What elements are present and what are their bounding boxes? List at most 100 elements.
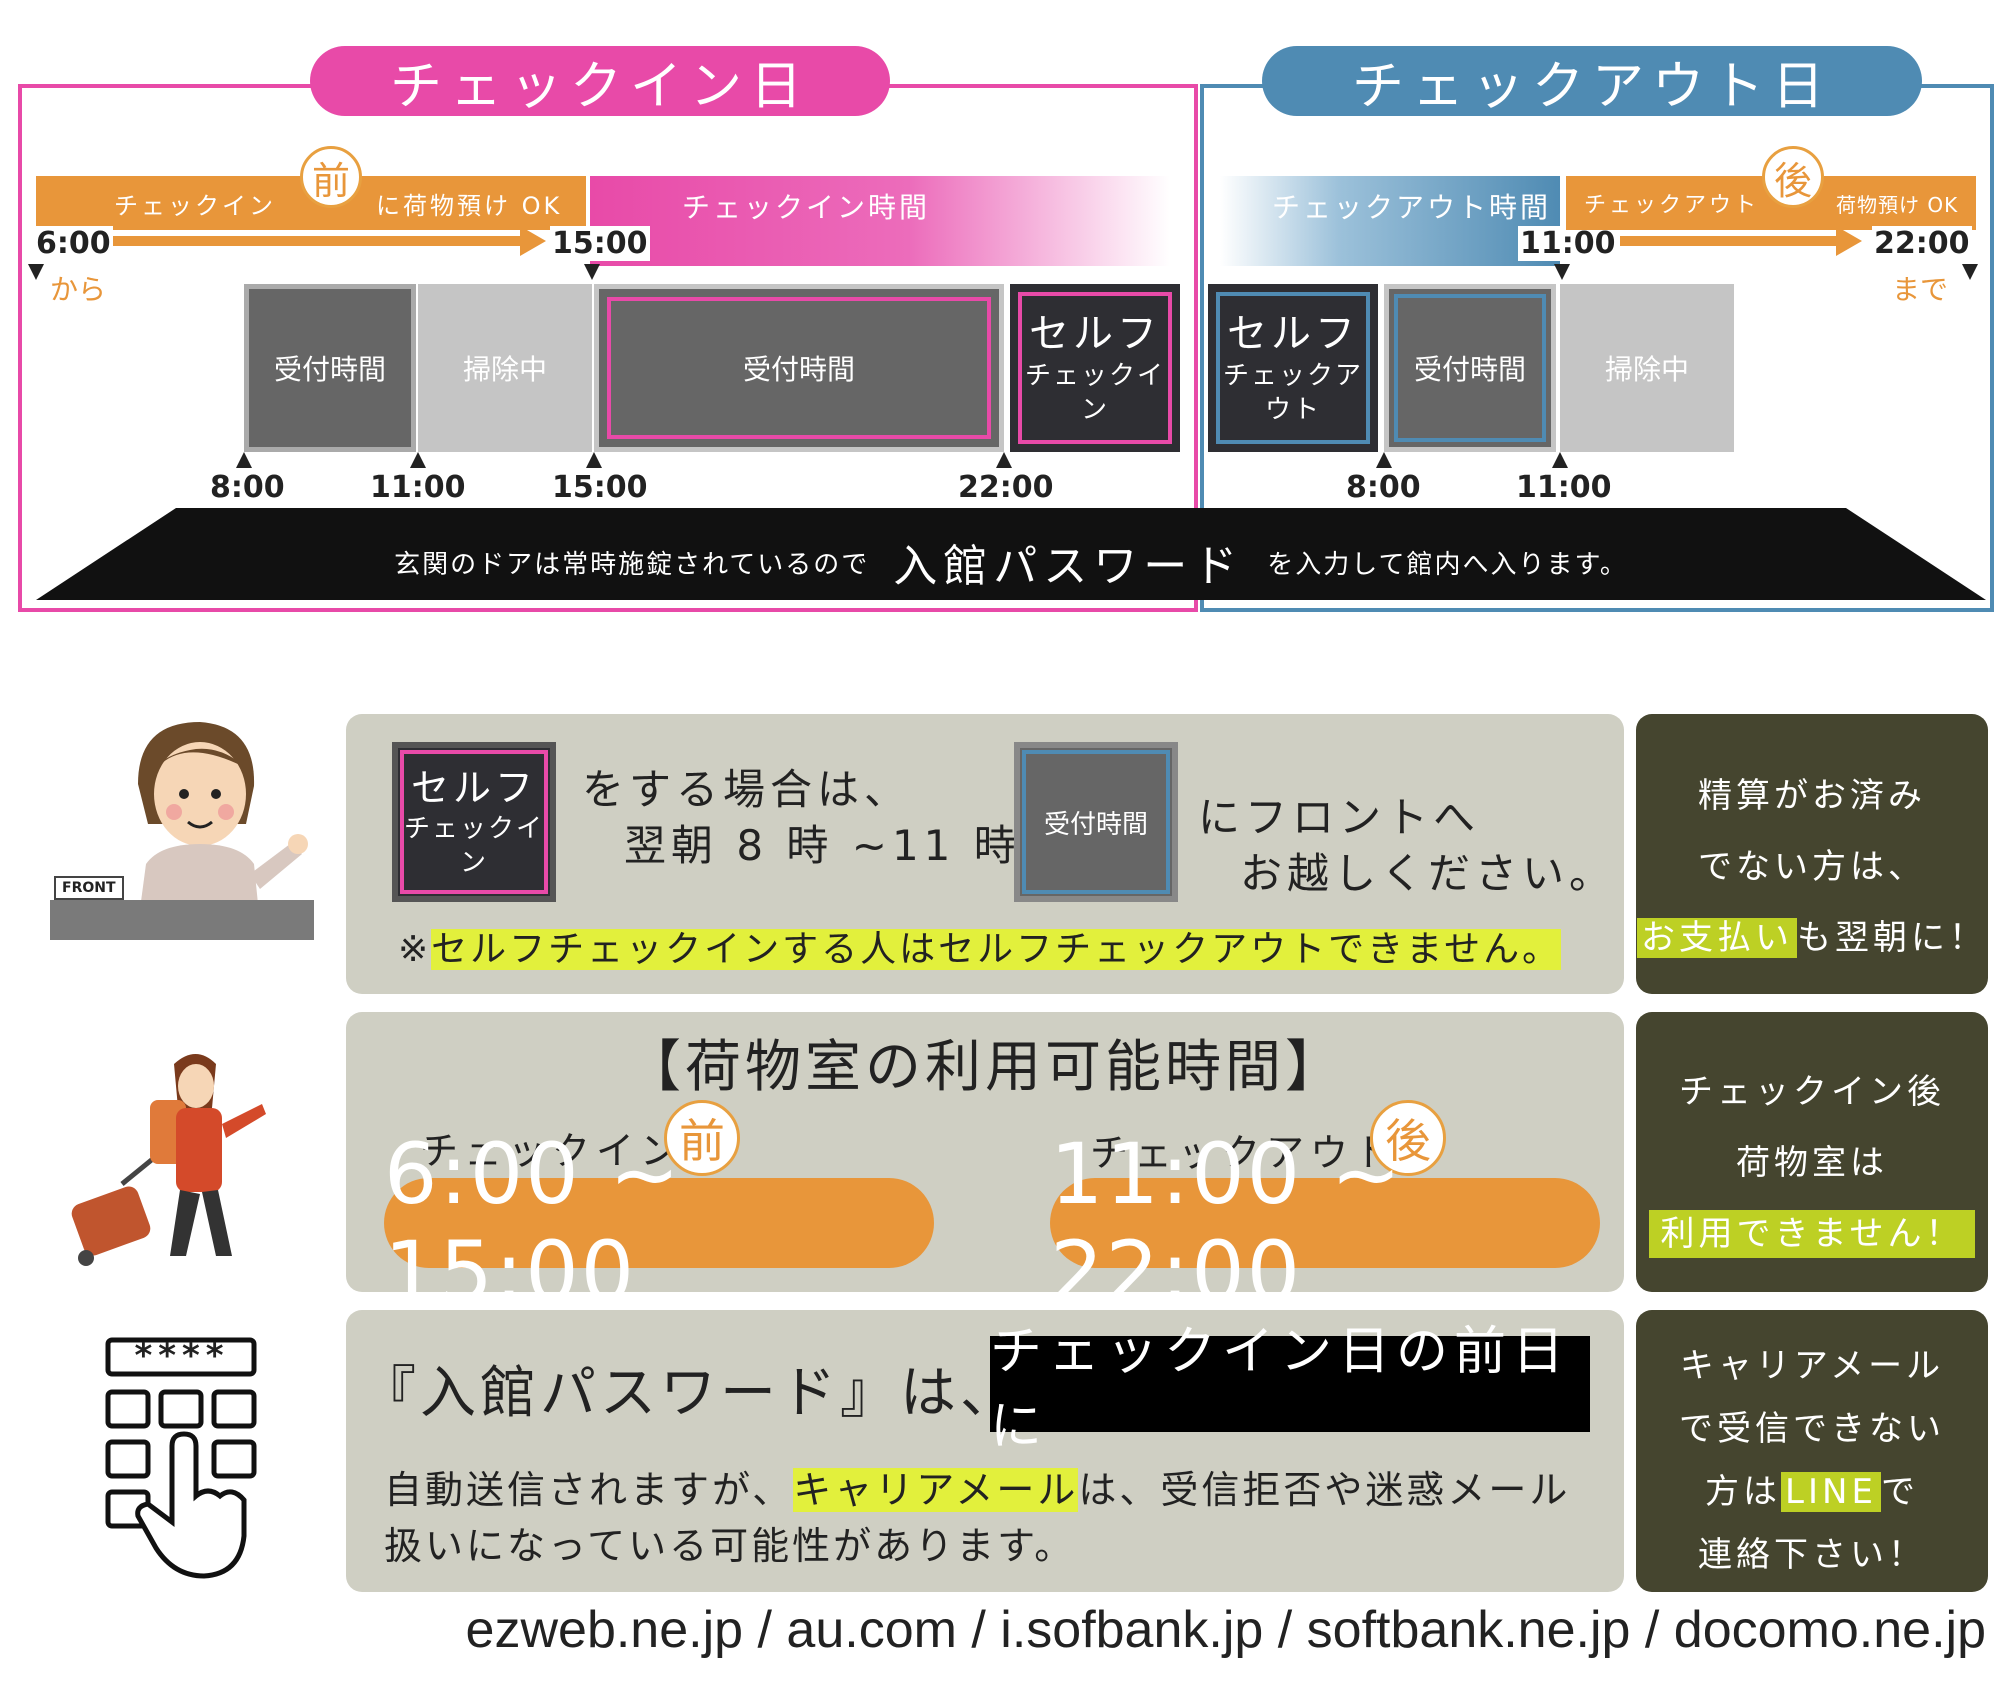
- reception-label-1: 受付時間: [273, 353, 386, 386]
- tick-marker-3: [586, 452, 602, 468]
- payment-highlight: お支払い: [1637, 918, 1797, 958]
- self-note: ※セルフチェックインする人はセルフチェックアウトできません。: [398, 920, 1562, 972]
- checkout-end-time: 22:00: [1872, 226, 1972, 261]
- luggage-pre-badge-icon: 前: [664, 1100, 740, 1176]
- checkout-reception-block: 受付時間: [1384, 284, 1556, 452]
- checkout-time-end: 11:00: [1518, 226, 1618, 261]
- self-icon-sub: チェックイン: [403, 813, 544, 878]
- arrow-end-marker: [584, 264, 600, 280]
- reception-block-1: 受付時間: [244, 284, 416, 452]
- pre-badge-icon: 前: [300, 146, 362, 208]
- checkout-time-label: チェックアウト時間: [1272, 191, 1552, 224]
- self-text-1-line1: をする場合は、: [582, 765, 912, 814]
- password-body-line2: 扱いになっている可能性があります。: [384, 1524, 1076, 1568]
- reception-block-2: 受付時間: [594, 284, 1004, 452]
- payment-line3: も翌朝に！: [1797, 918, 1987, 958]
- self-text-1: をする場合は、 翌朝 8 時 ~11 時の: [582, 762, 1068, 874]
- post-badge-icon: 後: [1762, 146, 1824, 208]
- tick-label-1: 8:00: [210, 470, 285, 505]
- password-title: 『入館パスワード』は、: [360, 1361, 1020, 1426]
- checkin-time-band: チェックイン時間: [590, 176, 1170, 266]
- checkout-tick-marker-2: [1552, 452, 1568, 468]
- luggage-side-line1: チェックイン後: [1679, 1072, 1945, 1112]
- checkout-tick-label-1: 8:00: [1346, 470, 1421, 505]
- end-marker: [1962, 264, 1978, 280]
- pre-arrow: [110, 236, 530, 246]
- self-checkin-main: セルフ: [1029, 311, 1161, 358]
- checkout-day-title: チェックアウト日: [1262, 46, 1922, 117]
- self-checkout-main: セルフ: [1227, 311, 1359, 358]
- line-side-line4: 連絡下さい！: [1698, 1535, 1926, 1575]
- self-text-1-line2: 翌朝 8 時 ~11 時の: [624, 821, 1068, 870]
- tick-marker-2: [410, 452, 426, 468]
- checkin-pre-ok: に荷物預け OK: [376, 191, 563, 220]
- luggage-post-badge-icon: 後: [1370, 1100, 1446, 1176]
- checkout-tick-marker-1: [1376, 452, 1392, 468]
- door-banner-text: 玄関のドアは常時施錠されているので 入館パスワード を入力して館内へ入ります。: [36, 530, 1986, 594]
- door-banner-post: を入力して館内へ入ります。: [1267, 549, 1628, 580]
- luggage-side-highlight: 利用できません！: [1648, 1210, 1976, 1258]
- payment-line1: 精算がお済み: [1698, 776, 1926, 816]
- self-checkin-sub: チェックイン: [1024, 361, 1165, 425]
- checkout-reception-label: 受付時間: [1413, 353, 1526, 386]
- luggage-side-panel: チェックイン後 荷物室は 利用できません！: [1636, 1012, 1988, 1292]
- self-note-mark: ※: [398, 929, 432, 970]
- carrier-domains: ezweb.ne.jp / au.com / i.sofbank.jp / so…: [465, 1601, 1986, 1659]
- self-checkin-icon-block: セルフ チェックイン: [392, 742, 556, 902]
- reception-icon-label: 受付時間: [1043, 809, 1148, 840]
- post-arrow-head: [1836, 226, 1862, 256]
- tick-marker-4: [996, 452, 1012, 468]
- pre-arrow-head: [520, 226, 546, 256]
- self-checkin-block: セルフ チェックイン: [1010, 284, 1180, 452]
- checkin-time-label: チェックイン時間: [682, 191, 931, 224]
- traveler-illustration: [71, 1054, 266, 1266]
- door-banner-pre: 玄関のドアは常時施錠されているので: [394, 549, 870, 580]
- cleaning-label-1: 掃除中: [462, 353, 547, 386]
- checkout-tick-label-2: 11:00: [1516, 470, 1612, 505]
- checkin-pre-label: チェックイン: [114, 191, 276, 220]
- self-text-2-line2: お越しください。: [1240, 849, 1617, 898]
- password-body-post: は、受信拒否や迷惑メール: [1078, 1468, 1571, 1512]
- self-note-text: セルフチェックインする人はセルフチェックアウトできません。: [431, 929, 1562, 970]
- checkout-cleaning-block: 掃除中: [1560, 284, 1734, 452]
- line-side-line2: で受信できない: [1679, 1409, 1945, 1449]
- receptionist-illustration: [50, 722, 314, 940]
- tick-marker-1: [236, 452, 252, 468]
- tick-label-4: 22:00: [958, 470, 1054, 505]
- checkin-day-title: チェックイン日: [310, 46, 890, 117]
- self-text-2-line1: にフロントへ: [1198, 793, 1481, 842]
- tick-label-2: 11:00: [370, 470, 466, 505]
- checkout-post-band: チェックアウト 荷物預け OK: [1566, 176, 1976, 230]
- line-side-highlight: LINE: [1781, 1472, 1881, 1512]
- password-title-box: チェックイン日の前日に: [990, 1322, 1590, 1457]
- line-side-line1: キャリアメール: [1679, 1346, 1945, 1386]
- reception-label-2: 受付時間: [742, 353, 855, 386]
- post-arrow: [1620, 236, 1840, 246]
- payment-side-panel: 精算がお済み でない方は、 お支払いも翌朝に！: [1636, 714, 1988, 994]
- luggage-left-time: 6:00 ~ 15:00: [384, 1125, 934, 1321]
- self-icon-main: セルフ: [410, 765, 537, 810]
- password-body-pre: 自動送信されますが、: [384, 1468, 794, 1512]
- door-banner-highlight: 入館パスワード: [893, 541, 1244, 592]
- reception-icon-block: 受付時間: [1014, 742, 1178, 902]
- self-checkout-sub: チェックアウト: [1222, 361, 1363, 425]
- keypad-illustration: [105, 1337, 257, 1579]
- line-side-post: で: [1880, 1472, 1919, 1512]
- luggage-right-time: 11:00 ~ 22:00: [1050, 1125, 1600, 1321]
- keypad-display: ****: [134, 1336, 230, 1376]
- start-marker: [28, 264, 44, 280]
- checkout-post-ok: 荷物預け OK: [1836, 192, 1959, 217]
- password-body: 自動送信されますが、キャリアメールは、受信拒否や迷惑メール 扱いになっている可能…: [384, 1462, 1570, 1574]
- end-sub: まで: [1892, 273, 1949, 306]
- luggage-right-label: チェックアウト: [1090, 1131, 1399, 1175]
- self-checkout-block: セルフ チェックアウト: [1208, 284, 1378, 452]
- tick-label-3: 15:00: [552, 470, 648, 505]
- front-sign: FRONT: [54, 876, 124, 900]
- password-body-highlight: キャリアメール: [793, 1468, 1079, 1512]
- self-text-2: にフロントへ お越しください。: [1198, 790, 1616, 902]
- luggage-left-label: チェックイン: [420, 1129, 685, 1173]
- checkin-start-time: 6:00: [34, 226, 113, 261]
- start-sub: から: [50, 273, 107, 306]
- checkout-post-label: チェックアウト: [1584, 193, 1760, 218]
- checkin-arrow-end: 15:00: [550, 226, 650, 261]
